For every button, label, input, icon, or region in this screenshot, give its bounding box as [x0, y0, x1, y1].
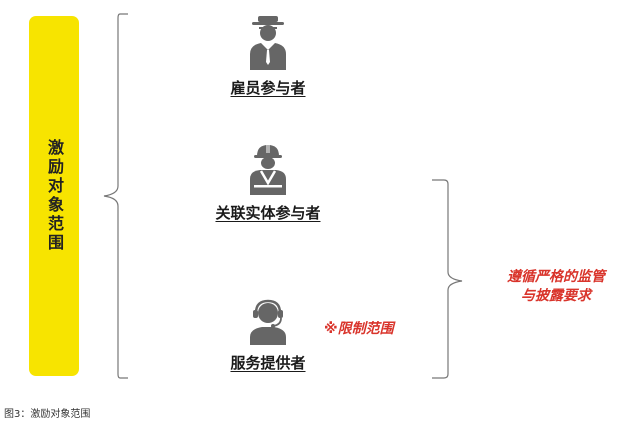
participant-label-affiliate: 关联实体参与者 [215, 204, 321, 222]
restriction-note: ※限制范围 [324, 321, 394, 337]
participant-label-employee: 雇员参与者 [230, 79, 306, 97]
participant-service-provider: 服务提供者 [168, 299, 368, 373]
requirement-text: 遵循严格的监管 与披露要求 [486, 268, 626, 306]
participant-employee: 雇员参与者 [168, 14, 368, 98]
right-brace [432, 179, 463, 379]
headset-operator-icon [250, 299, 286, 345]
participant-affiliate: 关联实体参与者 [168, 143, 368, 223]
construction-worker-icon [250, 145, 286, 195]
figure-caption: 图3：激励对象范围 [4, 409, 91, 420]
participant-label-service-provider: 服务提供者 [230, 354, 306, 372]
requirement-line-1: 遵循严格的监管 [507, 269, 605, 285]
left-brace [103, 13, 128, 379]
scope-label: 激励对象范围 [45, 139, 64, 253]
requirement-line-2: 与披露要求 [521, 288, 591, 304]
businessman-icon [250, 16, 286, 70]
scope-bar: 激励对象范围 [29, 16, 79, 376]
